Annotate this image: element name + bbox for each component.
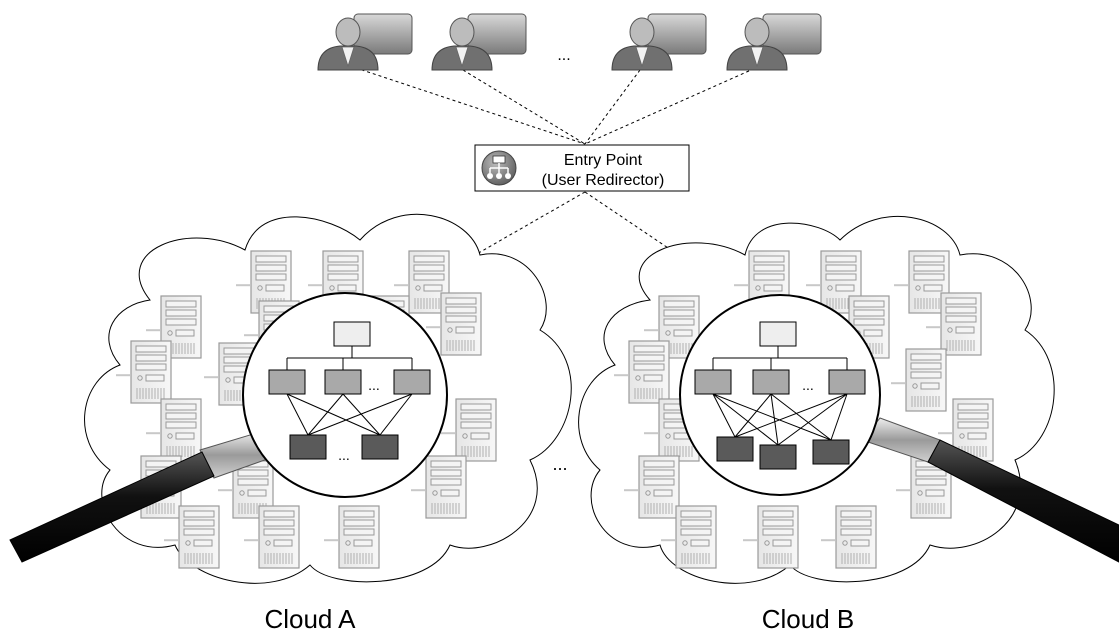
magnifier-b: ... [679, 294, 1119, 563]
topology-b-mid-node [752, 369, 790, 395]
cloud-b-server-icon [940, 292, 982, 356]
topology-a-mid-node [268, 369, 306, 395]
cloud-a-server-icon [178, 505, 220, 569]
topology-a-leaf-node [361, 434, 399, 460]
cloud-b-server-icon [638, 455, 680, 519]
cloud-a-server-icon [455, 398, 497, 462]
user-terminal-icon [317, 13, 413, 71]
cloud-a-server-icon [440, 292, 482, 356]
cloud-b-server-icon [757, 505, 799, 569]
cloud-b-server-icon [835, 505, 877, 569]
entry-point-title: Entry Point [564, 152, 643, 169]
network-hierarchy-icon [481, 150, 517, 186]
topology-a-mid-node [324, 369, 362, 395]
between-clouds-ellipsis: ... [552, 454, 567, 474]
cloud-b-server-icon [628, 340, 670, 404]
cloud-b-server-icon [905, 348, 947, 412]
topology-a-leaf-node [289, 434, 327, 460]
topology-b-mid-node [828, 369, 866, 395]
cloud-a-server-icon [425, 455, 467, 519]
topology-b-leaf-node [716, 436, 754, 462]
topology-b-mid-ellipsis: ... [802, 377, 814, 393]
topology-a-leaf-ellipsis: ... [338, 447, 350, 463]
users-ellipsis: ... [557, 47, 570, 64]
user-terminal-icon [726, 13, 822, 71]
topology-a: ... ... [268, 321, 431, 463]
user-terminal-icon [611, 13, 707, 71]
magnifier-b-handle [861, 417, 1119, 563]
user-terminal-icon [431, 13, 527, 71]
topology-a-root-node [333, 321, 371, 347]
cloud-a-server-icon [130, 340, 172, 404]
topology-a-mid-ellipsis: ... [368, 377, 380, 393]
cloud-a-server-icon [338, 505, 380, 569]
topology-a-mid-node [393, 369, 431, 395]
topology-b-leaf-node [812, 439, 850, 465]
topology-b-leaf-node [759, 444, 797, 470]
cloud-a-label: Cloud A [264, 604, 356, 634]
magnifier-a: ... ... [9, 292, 448, 563]
cloud-b-servers [614, 250, 994, 569]
cloud-b-label: Cloud B [762, 604, 855, 634]
cloud-a-server-icon [258, 505, 300, 569]
cloud-a-servers [116, 250, 497, 569]
topology-b-mid-node [694, 369, 732, 395]
users-group [317, 13, 822, 71]
topology-b: ... [694, 321, 866, 470]
cloud-b-server-icon [675, 505, 717, 569]
topology-b-root-node [759, 321, 797, 347]
entry-point-box: Entry Point (User Redirector) [474, 144, 690, 192]
cloud-a-server-icon [160, 398, 202, 462]
entry-point-subtitle: (User Redirector) [542, 172, 665, 189]
